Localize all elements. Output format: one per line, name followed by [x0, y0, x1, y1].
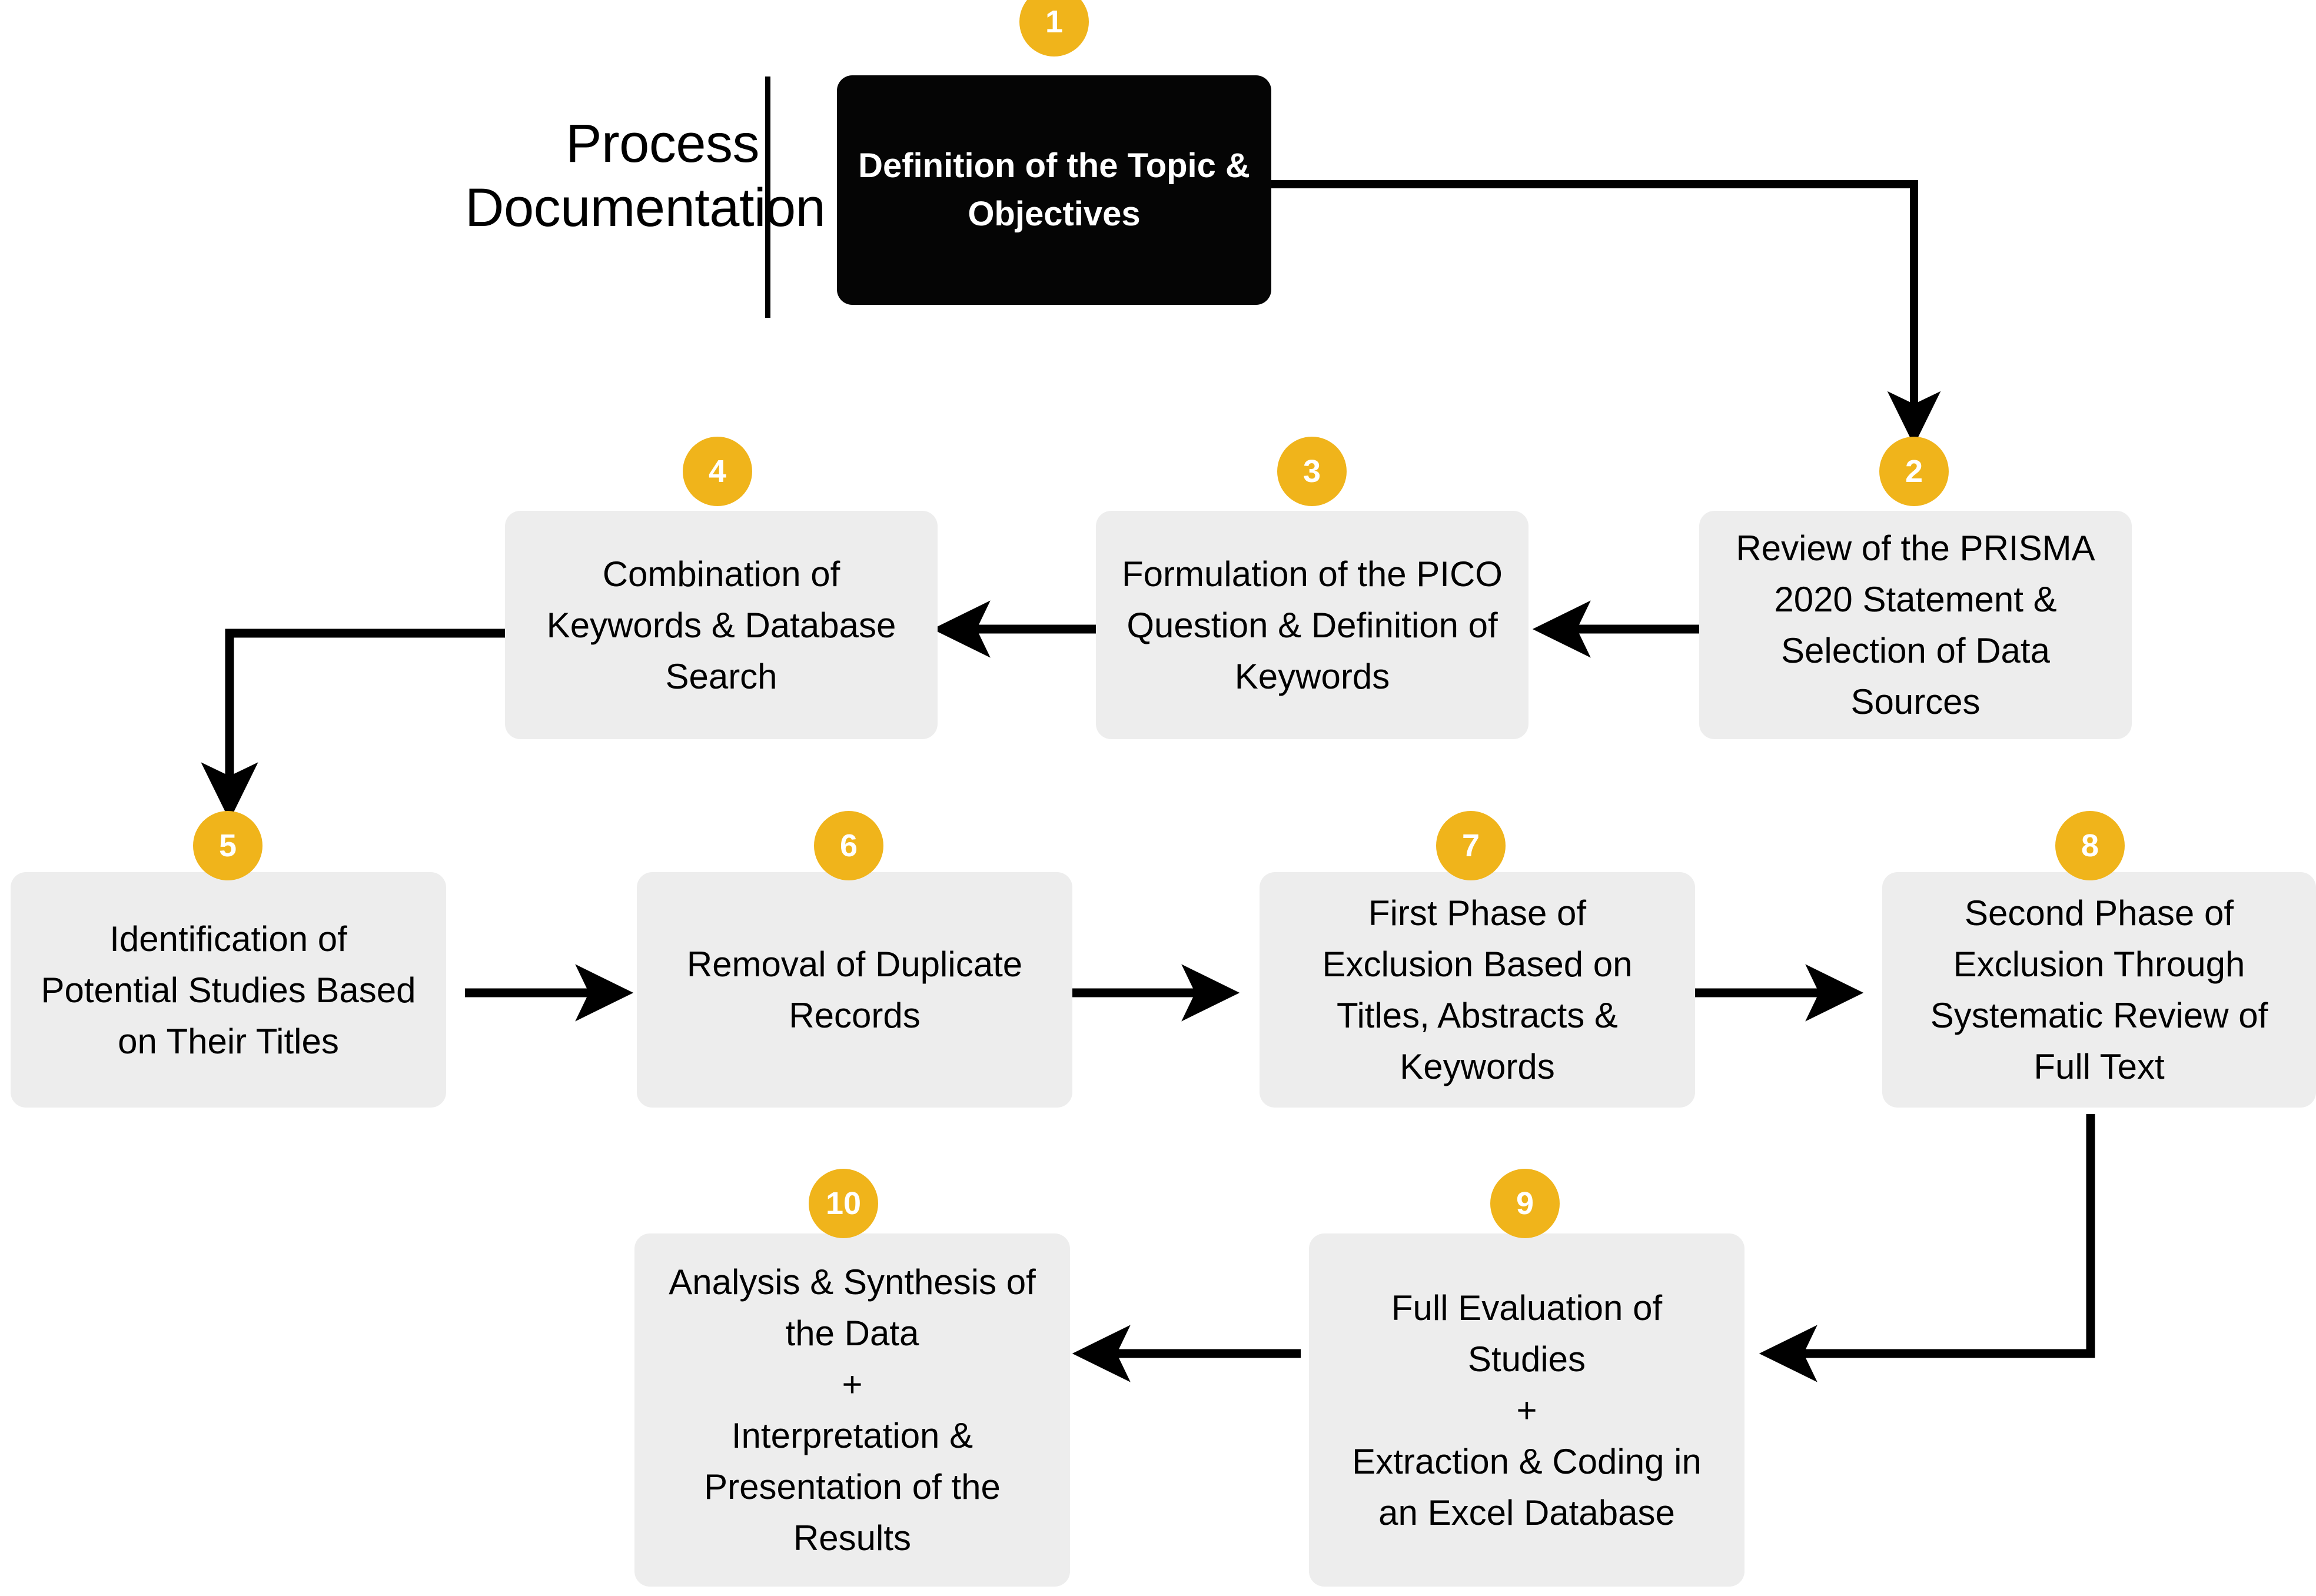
flow-node-6-label: Removal of Duplicate Records	[686, 945, 1023, 1035]
step-badge-10: 10	[809, 1169, 878, 1238]
flow-node-10-label: Analysis & Synthesis of the Data + Inter…	[669, 1262, 1036, 1558]
flow-node-4[interactable]: Combination of Keywords & Database Searc…	[505, 511, 938, 739]
edge-8-to-9	[1759, 1114, 2095, 1382]
flow-node-5[interactable]: Identification of Potential Studies Base…	[11, 872, 446, 1108]
step-badge-9: 9	[1490, 1169, 1560, 1238]
step-badge-7: 7	[1436, 811, 1506, 880]
flow-node-2-label: Review of the PRISMA 2020 Statement & Se…	[1736, 528, 2095, 721]
heading-divider	[765, 77, 770, 318]
flow-node-1-label: Definition of the Topic & Objectives	[858, 146, 1250, 233]
flow-node-1[interactable]: Definition of the Topic & Objectives	[837, 75, 1271, 305]
step-badge-4: 4	[683, 437, 752, 506]
step-badge-6: 6	[814, 811, 883, 880]
flow-node-8[interactable]: Second Phase of Exclusion Through System…	[1882, 872, 2316, 1108]
flow-node-8-label: Second Phase of Exclusion Through System…	[1930, 893, 2268, 1086]
flow-node-3-label: Formulation of the PICO Question & Defin…	[1122, 554, 1503, 696]
flow-node-3[interactable]: Formulation of the PICO Question & Defin…	[1096, 511, 1529, 739]
edge-1-to-2	[1271, 180, 1941, 446]
flow-node-9-label: Full Evaluation of Studies + Extraction …	[1352, 1288, 1702, 1532]
edge-4-to-5	[201, 629, 505, 821]
flow-node-9[interactable]: Full Evaluation of Studies + Extraction …	[1309, 1233, 1745, 1587]
flow-node-2[interactable]: Review of the PRISMA 2020 Statement & Se…	[1699, 511, 2132, 739]
step-badge-3: 3	[1277, 437, 1347, 506]
flow-node-5-label: Identification of Potential Studies Base…	[41, 919, 416, 1061]
flow-node-7-label: First Phase of Exclusion Based on Titles…	[1322, 893, 1633, 1086]
page-title: Process Documentation	[465, 114, 826, 238]
step-badge-8: 8	[2055, 811, 2125, 880]
flow-node-4-label: Combination of Keywords & Database Searc…	[546, 554, 896, 696]
flow-node-6[interactable]: Removal of Duplicate Records	[637, 872, 1072, 1108]
flow-node-7[interactable]: First Phase of Exclusion Based on Titles…	[1260, 872, 1695, 1108]
flow-node-10[interactable]: Analysis & Synthesis of the Data + Inter…	[634, 1233, 1070, 1587]
step-badge-5: 5	[193, 811, 262, 880]
step-badge-1: 1	[1019, 0, 1089, 56]
step-badge-2: 2	[1879, 437, 1949, 506]
